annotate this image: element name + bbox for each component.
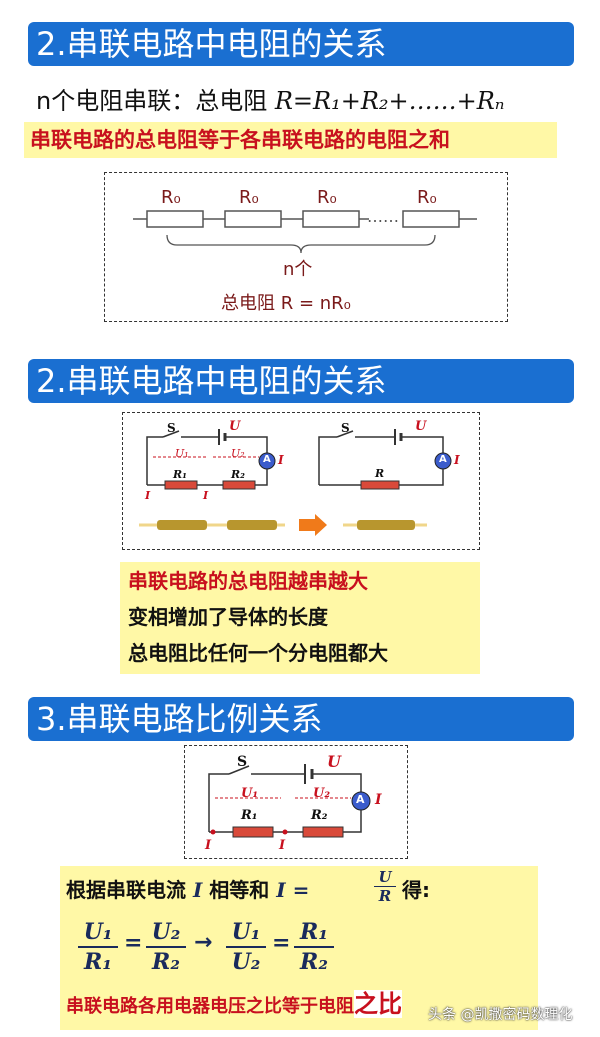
resistor-chain-svg [133,209,477,254]
current-label-bottom-1: I [205,838,212,853]
law-suffix: 得: [402,878,430,902]
law-denominator: R [374,886,396,905]
denominator-u2: U₂ [226,946,266,976]
switch-label-right: S [341,421,350,435]
resistor-r2 [302,826,344,838]
series-resistance-formula: n个电阻串联：总电阻 R=R₁+R₂+……+Rₙ [36,84,505,118]
section3-derivation-box: 根据串联电流 I 相等和 I = U R 得: U₁ R₁ = U₂ R₂ → … [60,866,538,1030]
resistor-r2-small [222,480,256,490]
section2-title: 2.串联电路中电阻的关系 [28,359,574,403]
r-label-small: R [375,467,385,480]
denominator-r1: R₁ [78,946,118,976]
formula-expression: R=R₁+R₂+……+Rₙ [274,87,505,115]
note-2: 变相增加了导体的长度 [128,605,328,629]
denominator-r2: R₂ [146,946,186,976]
fraction-u2-r2: U₂ R₂ [146,918,186,976]
current-label-bottom-2: I [203,489,209,502]
law-fraction: U R [374,868,396,905]
numerator-u1: U₁ [83,919,113,945]
law-numerator: U [378,868,392,886]
current-label-bottom-2: I [279,838,286,853]
law-equation: I = [276,878,310,902]
section1-highlight-box: 串联电路的总电阻等于各串联电路的电阻之和 [24,122,557,158]
u2-label-small: U₂ [231,447,245,460]
voltage-label-left: U [229,419,241,434]
section3-title: 3.串联电路比例关系 [28,697,574,741]
resistor-n-label: R₀ [417,187,437,208]
ammeter-letter-left: A [263,454,271,465]
resistor-r-small [360,480,400,490]
resistor-3 [302,210,360,228]
ratio-circuit-svg [208,764,371,838]
ammeter-letter-right: A [439,454,447,465]
note-1: 串联电路的总电阻越串越大 [128,569,368,593]
u1-label-small: U₁ [175,447,189,460]
r2-label-small: R₂ [231,468,245,481]
law-middle: 相等和 [209,878,270,902]
fraction-r1-r2: R₁ R₂ [294,918,334,976]
current-label-right: I [375,792,382,808]
u2-label: U₂ [313,786,331,801]
derivation-statement: 根据串联电流 I 相等和 I = [66,876,309,904]
equals-1: = [124,930,143,956]
switch-label-left: S [167,421,176,435]
r1-label: R₁ [241,808,258,823]
switch-blade-right [336,430,354,438]
resistor-chain-diagram: R₀ R₀ R₀ R₀ …… n个 总电阻 R = nR₀ [104,172,508,322]
r1-label-small: R₁ [173,468,187,481]
resistor-n [402,210,460,228]
conductor-1 [157,520,207,530]
section1-highlight-text: 串联电路的总电阻等于各串联电路的电阻之和 [30,128,450,152]
count-label: n个 [283,259,313,280]
r2-label: R₂ [311,808,328,823]
denominator-r2-b: R₂ [294,946,334,976]
numerator-u1-b: U₁ [231,919,261,945]
conclusion-main: 串联电路各用电器电压之比等于电阻 [66,996,354,1017]
u1-label: U₁ [241,786,259,801]
implies-arrow-icon: → [194,930,213,955]
chain-ellipsis: …… [367,207,399,226]
conclusion-text: 串联电路各用电器电压之比等于电阻之比 [66,990,402,1021]
resistor-2 [224,210,282,228]
numerator-u2: U₂ [151,919,181,945]
watermark: 头条 @凯撒密码数理化 [428,1007,573,1023]
fraction-u1-r1: U₁ R₁ [78,918,118,976]
current-label-left: I [278,453,284,467]
resistor-1-label: R₀ [161,187,181,208]
ammeter-letter: A [356,793,365,806]
law-current-symbol: I [192,878,203,902]
section1-title: 2.串联电路中电阻的关系 [28,22,574,66]
switch-blade-left [162,430,180,438]
ratio-circuit-diagram: S U A I U₁ U₂ R₁ R₂ I I [184,745,408,859]
fraction-u1-u2: U₁ U₂ [226,918,266,976]
formula-prefix: n个电阻串联：总电阻 [36,87,275,115]
switch-label: S [237,754,248,770]
law-prefix: 根据串联电流 [66,878,186,902]
circuit-comparison-svg [139,429,452,536]
current-label-bottom-1: I [145,489,151,502]
resistor-2-label: R₀ [239,187,259,208]
numerator-r1: R₁ [300,919,328,945]
switch-blade [228,765,250,775]
total-resistance-label: 总电阻 R = nR₀ [221,293,351,314]
voltage-label: U [327,752,341,771]
voltage-label-right: U [415,419,427,434]
resistor-1 [146,210,204,228]
note-3: 总电阻比任何一个分电阻都大 [128,641,388,665]
resistor-r1 [232,826,274,838]
conclusion-tail: 之比 [354,990,402,1018]
conductor-2 [227,520,277,530]
resistor-r1-small [164,480,198,490]
current-label-right: I [454,453,460,467]
count-brace [166,234,436,254]
arrow-right-icon [299,514,327,536]
resistor-3-label: R₀ [317,187,337,208]
circuit-comparison-diagram: S U A I U₁ U₂ R₁ R₂ I I S U A I R [122,412,480,550]
equals-2: = [272,930,291,956]
section2-notes-box: 串联电路的总电阻越串越大 变相增加了导体的长度 总电阻比任何一个分电阻都大 [120,562,480,674]
conductor-combined [357,520,415,530]
